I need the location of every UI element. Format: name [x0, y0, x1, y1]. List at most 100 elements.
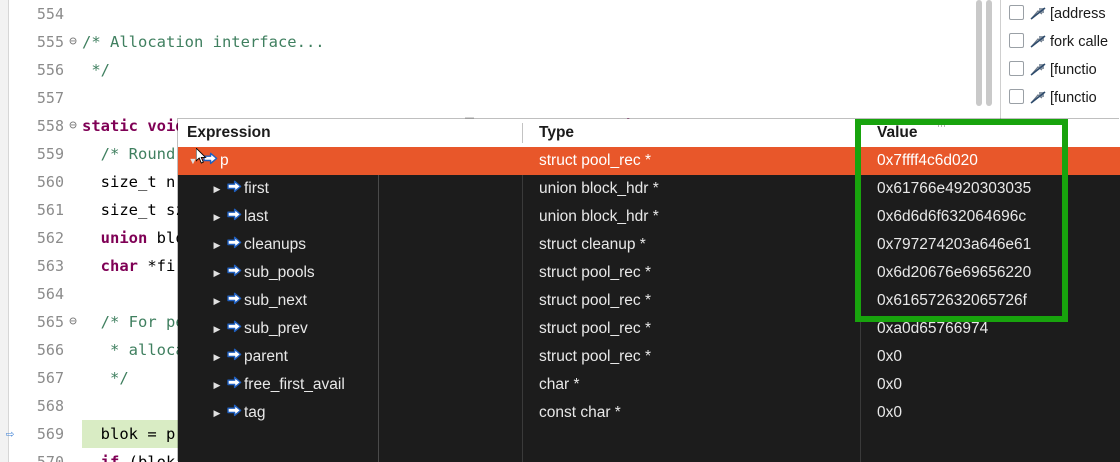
chevron-right-icon[interactable]: ▶: [213, 324, 221, 334]
variable-value-text: 0x0: [877, 348, 902, 365]
variable-value-cell[interactable]: 0x0: [868, 343, 1120, 371]
code-line[interactable]: 557: [8, 84, 1000, 112]
variable-pointer-icon: [226, 371, 242, 399]
variable-value-cell[interactable]: 0x7ffff4c6d020: [868, 147, 1120, 175]
column-header-expression[interactable]: Expression: [187, 124, 271, 141]
variable-type-cell: char *: [530, 371, 860, 399]
code-fold-toggle-icon[interactable]: ⊖: [69, 118, 77, 133]
variable-value-cell[interactable]: 0x616572632065726f: [868, 287, 1120, 315]
code-line[interactable]: 565⊖ /* For pe: [8, 308, 1000, 336]
breakpoint-checkbox[interactable]: [1009, 61, 1024, 76]
code-line[interactable]: 563 char *fir: [8, 252, 1000, 280]
column-header-type[interactable]: Type: [539, 124, 575, 141]
variable-type-text: char *: [539, 376, 580, 393]
variable-expression-cell[interactable]: ▶free_first_avail: [178, 371, 520, 399]
variables-table-header[interactable]: Expression Type Value: [178, 119, 1120, 148]
editor-vertical-scrollbar[interactable]: [976, 0, 982, 106]
variable-type-cell: struct cleanup *: [530, 231, 860, 259]
chevron-down-icon[interactable]: ▼: [188, 156, 198, 166]
breakpoint-checkbox[interactable]: [1009, 33, 1024, 48]
variable-expression-cell[interactable]: ▶tag: [178, 399, 520, 427]
line-number: 558: [36, 117, 64, 135]
line-number: 563: [36, 257, 64, 275]
variable-pointer-icon: [226, 315, 242, 343]
editor-overview-ruler[interactable]: [986, 0, 992, 106]
line-number: 560: [36, 173, 64, 191]
code-line[interactable]: 564: [8, 280, 1000, 308]
variable-type-cell: struct pool_rec *: [530, 343, 860, 371]
variable-expression-cell[interactable]: ▶parent: [178, 343, 520, 371]
variable-expression-cell[interactable]: ▶sub_next: [178, 287, 520, 315]
variable-expression-cell[interactable]: ▶sub_prev: [178, 315, 520, 343]
chevron-right-icon[interactable]: ▶: [213, 184, 221, 194]
code-line[interactable]: 554: [8, 0, 1000, 28]
variable-value-cell[interactable]: 0x6d6d6f632064696c: [868, 203, 1120, 231]
variable-value-text: 0x0: [877, 376, 902, 393]
variable-value-cell[interactable]: 0x0: [868, 399, 1120, 427]
code-line[interactable]: 555⊖/* Allocation interface...: [8, 28, 1000, 56]
code-line[interactable]: 560 size_t n: [8, 168, 1000, 196]
chevron-right-icon[interactable]: ▶: [213, 380, 221, 390]
header-separator-2[interactable]: [860, 123, 861, 143]
variable-pointer-icon: [226, 287, 242, 315]
chevron-right-icon[interactable]: ▶: [213, 268, 221, 278]
variable-row[interactable]: ▶sub_pools struct pool_rec * 0x6d20676e696…: [178, 259, 1120, 287]
breakpoint-checkbox[interactable]: [1009, 5, 1024, 20]
variable-row[interactable]: ▶parent struct pool_rec * 0x0: [178, 343, 1120, 371]
code-line[interactable]: 556 */: [8, 56, 1000, 84]
variable-value-cell[interactable]: 0xa0d65766974: [868, 315, 1120, 343]
variable-value-cell[interactable]: 0x61766e4920303035: [868, 175, 1120, 203]
breakpoint-list-item[interactable]: [functio: [1001, 56, 1120, 84]
column-resize-grip[interactable]: [938, 120, 948, 128]
code-line[interactable]: 562 union blo: [8, 224, 1000, 252]
code-fold-toggle-icon[interactable]: ⊖: [69, 314, 77, 329]
variable-expression-cell[interactable]: ▶first: [178, 175, 520, 203]
variable-value-cell[interactable]: 0x0: [868, 371, 1120, 399]
code-line-text: size_t sz: [82, 201, 185, 219]
variable-expression-cell[interactable]: ▶last: [178, 203, 520, 231]
variable-expression-cell[interactable]: ▶cleanups: [178, 231, 520, 259]
variable-value-text: 0x6d20676e69656220: [877, 264, 1032, 281]
breakpoint-list-item[interactable]: fork calle: [1001, 28, 1120, 56]
chevron-right-icon[interactable]: ▶: [213, 212, 221, 222]
chevron-right-icon[interactable]: ▶: [213, 352, 221, 362]
breakpoint-list-item[interactable]: [functio: [1001, 84, 1120, 112]
code-line-text: size_t n: [82, 173, 176, 191]
variable-expression-cell[interactable]: ▼p: [178, 147, 520, 175]
code-line-text: [82, 392, 86, 420]
variable-type-text: struct pool_rec *: [539, 264, 651, 281]
variable-pointer-icon: [226, 203, 242, 231]
chevron-right-icon[interactable]: ▶: [213, 296, 221, 306]
breakpoint-list-item[interactable]: [address: [1001, 0, 1120, 28]
chevron-right-icon[interactable]: ▶: [213, 240, 221, 250]
variable-expression-cell[interactable]: ▶sub_pools: [178, 259, 520, 287]
code-line-text: /* Allocation interface...: [82, 33, 325, 51]
variable-row[interactable]: ▶cleanups struct cleanup * 0x797274203a646…: [178, 231, 1120, 259]
code-line[interactable]: 568: [8, 392, 1000, 420]
variable-value-cell[interactable]: 0x797274203a646e61: [868, 231, 1120, 259]
breakpoint-checkbox[interactable]: [1009, 89, 1024, 104]
code-line[interactable]: 566 * alloca: [8, 336, 1000, 364]
header-separator-1[interactable]: [522, 123, 523, 143]
code-fold-toggle-icon[interactable]: ⊖: [69, 34, 77, 49]
variable-value-cell[interactable]: 0x6d20676e69656220: [868, 259, 1120, 287]
line-number: 557: [36, 89, 64, 107]
code-line[interactable]: 567 */: [8, 364, 1000, 392]
variable-type-cell: struct pool_rec *: [530, 259, 860, 287]
code-line[interactable]: 570 if (blok: [8, 448, 1000, 462]
variable-row[interactable]: ▶free_first_avail char * 0x0: [178, 371, 1120, 399]
column-header-value[interactable]: Value: [877, 124, 918, 141]
variable-pointer-icon: [202, 147, 218, 175]
chevron-right-icon[interactable]: ▶: [213, 408, 221, 418]
variable-pointer-icon: [226, 343, 242, 371]
code-line[interactable]: 561 size_t sz: [8, 196, 1000, 224]
